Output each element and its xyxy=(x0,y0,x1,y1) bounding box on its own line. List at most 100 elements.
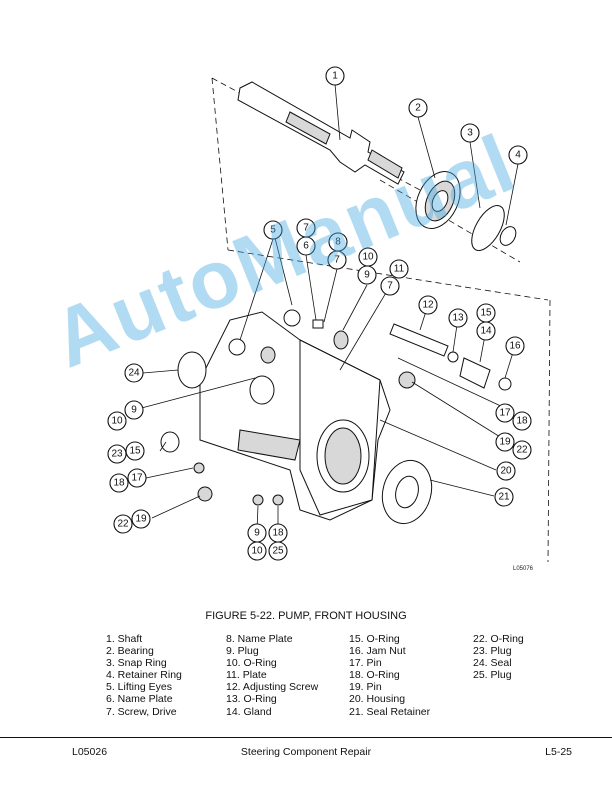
svg-text:15: 15 xyxy=(480,308,492,319)
callout-18a: 18 xyxy=(109,473,129,493)
legend-item: 9. Plug xyxy=(226,645,259,658)
legend-item: 2. Bearing xyxy=(106,645,154,658)
svg-text:10: 10 xyxy=(111,416,123,427)
callout-2: 2 xyxy=(408,98,428,118)
plug-part xyxy=(260,346,276,364)
pin-part-2 xyxy=(197,486,213,502)
svg-text:9: 9 xyxy=(364,270,370,281)
callout-9c: 9 xyxy=(247,523,267,543)
plug-part-3 xyxy=(252,494,264,506)
callout-14: 14 xyxy=(476,321,496,341)
svg-text:17: 17 xyxy=(499,408,511,419)
callout-22a: 22 xyxy=(113,514,133,534)
pin-part xyxy=(193,462,205,474)
callout-5: 5 xyxy=(263,220,283,240)
svg-text:20: 20 xyxy=(500,466,512,477)
footer-doc-code: L05026 xyxy=(72,746,108,758)
leader-lines xyxy=(133,83,519,531)
adjusting-screw-part xyxy=(389,323,449,357)
legend-item: 6. Name Plate xyxy=(106,693,173,706)
svg-text:12: 12 xyxy=(422,300,434,311)
legend-item: 25. Plug xyxy=(473,669,512,682)
svg-text:3: 3 xyxy=(467,128,473,139)
legend-item: 15. O-Ring xyxy=(349,633,400,645)
legend-column-2: 8. Name Plate 9. Plug 10. O-Ring 11. Pla… xyxy=(226,633,318,718)
footer-divider xyxy=(0,737,612,738)
svg-text:8: 8 xyxy=(335,237,341,248)
svg-text:18: 18 xyxy=(113,478,125,489)
legend-item: 7. Screw, Drive xyxy=(106,705,177,718)
legend-item: 19. Pin xyxy=(349,681,382,694)
snap-ring-part xyxy=(471,205,505,251)
callout-19b: 19 xyxy=(495,432,515,452)
callout-12: 12 xyxy=(418,295,438,315)
svg-text:5: 5 xyxy=(270,225,276,236)
gland-part xyxy=(459,357,491,389)
svg-text:4: 4 xyxy=(515,150,521,161)
o-ring-part xyxy=(447,351,459,363)
svg-text:19: 19 xyxy=(499,437,511,448)
svg-text:7: 7 xyxy=(303,223,309,234)
plug-part-4 xyxy=(272,494,284,506)
shaft-part xyxy=(237,81,405,185)
legend-item: 4. Retainer Ring xyxy=(106,669,182,682)
callout-9b: 9 xyxy=(124,400,144,420)
callout-11: 11 xyxy=(389,259,409,279)
svg-text:2: 2 xyxy=(415,103,421,114)
legend-item: 5. Lifting Eyes xyxy=(106,681,172,694)
callout-10c: 10 xyxy=(247,541,267,561)
callout-15b: 15 xyxy=(125,441,145,461)
callout-7b: 7 xyxy=(327,250,347,270)
svg-text:6: 6 xyxy=(303,241,309,252)
callout-7c: 7 xyxy=(380,276,400,296)
exploded-view-drawing: 1 2 3 4 5 7 6 8 7 10 9 11 7 12 13 15 14 … xyxy=(107,66,551,563)
legend-item: 1. Shaft xyxy=(106,633,143,645)
svg-text:23: 23 xyxy=(111,449,123,460)
callout-18b: 18 xyxy=(512,411,532,431)
legend-item: 17. Pin xyxy=(349,657,382,670)
legend-item: 8. Name Plate xyxy=(226,633,293,645)
callout-4: 4 xyxy=(508,145,528,165)
legend-item: 12. Adjusting Screw xyxy=(226,681,319,694)
legend-item: 23. Plug xyxy=(473,645,512,658)
svg-text:9: 9 xyxy=(131,405,137,416)
legend-item: 18. O-Ring xyxy=(349,669,400,682)
callout-3: 3 xyxy=(460,123,480,143)
seal-retainer-bore xyxy=(395,475,419,509)
svg-text:7: 7 xyxy=(387,281,393,292)
svg-text:7: 7 xyxy=(334,255,340,266)
svg-text:1: 1 xyxy=(332,71,338,82)
callout-18c: 18 xyxy=(268,523,288,543)
svg-text:10: 10 xyxy=(362,252,374,263)
seal-part xyxy=(177,351,207,389)
svg-text:10: 10 xyxy=(251,546,263,557)
svg-text:15: 15 xyxy=(129,446,141,457)
footer-page-number: L5-25 xyxy=(545,746,572,758)
svg-text:11: 11 xyxy=(394,264,405,275)
name-plate-part xyxy=(312,319,324,329)
svg-text:13: 13 xyxy=(452,313,464,324)
callout-16: 16 xyxy=(505,336,525,356)
housing-part xyxy=(199,311,391,521)
pin-part-3 xyxy=(398,371,416,389)
legend-item: 24. Seal xyxy=(473,657,512,670)
callout-25: 25 xyxy=(268,541,288,561)
callout-13: 13 xyxy=(448,308,468,328)
callout-19a: 19 xyxy=(131,509,151,529)
callout-6: 6 xyxy=(296,236,316,256)
legend-item: 10. O-Ring xyxy=(226,657,277,670)
svg-text:14: 14 xyxy=(480,326,492,337)
svg-text:25: 25 xyxy=(272,546,284,557)
shaft-axis-line xyxy=(379,179,521,263)
legend-item: 11. Plate xyxy=(226,669,267,682)
callout-1: 1 xyxy=(325,66,345,86)
jam-nut-part xyxy=(498,377,512,391)
callout-24: 24 xyxy=(124,363,144,383)
svg-text:17: 17 xyxy=(131,473,143,484)
svg-text:22: 22 xyxy=(516,445,528,456)
svg-text:24: 24 xyxy=(128,368,140,379)
o-ring-part-2 xyxy=(333,330,349,350)
callout-23: 23 xyxy=(107,444,127,464)
callout-9a: 9 xyxy=(357,265,377,285)
callout-17a: 17 xyxy=(127,468,147,488)
